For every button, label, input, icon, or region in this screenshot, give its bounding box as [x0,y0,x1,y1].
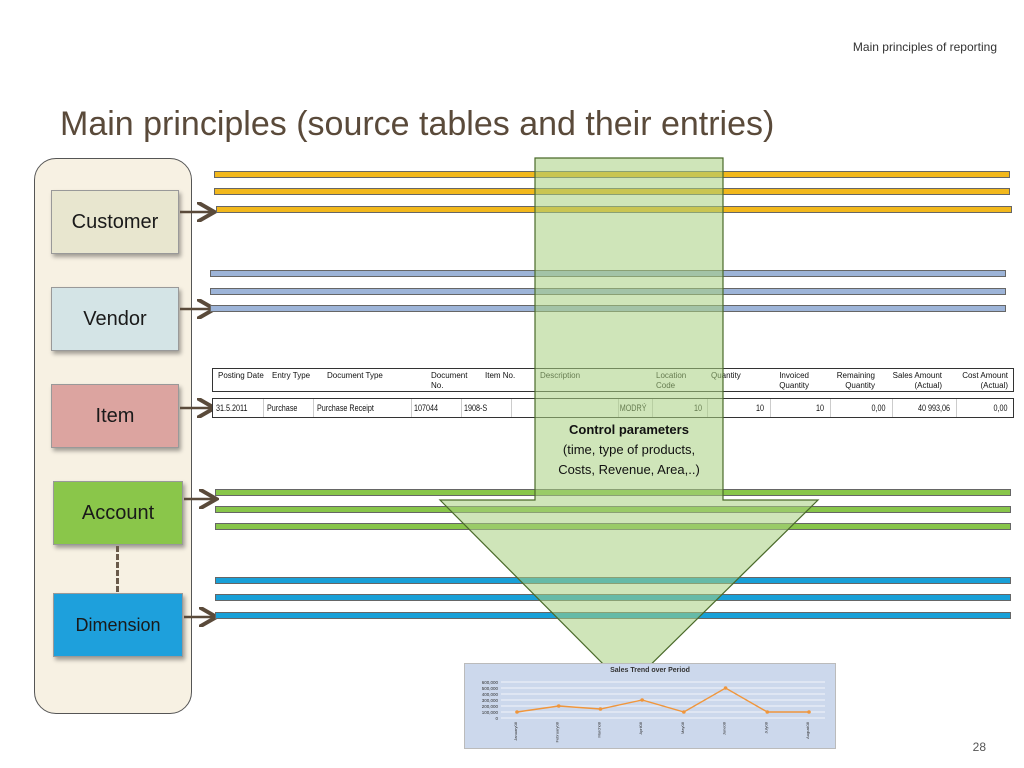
y-tick-label: 0 [495,716,498,721]
data-point [556,704,561,708]
table-cell: 10 [755,403,764,413]
chart-plot: 600,000500,000400,000300,000200,000100,0… [482,680,825,742]
column-header-text: Posting Date [218,371,264,380]
page-number: 28 [972,740,986,754]
table-cell: 31.5.2011 [216,403,248,413]
column-header: Quantity [711,371,741,381]
data-point [765,710,770,714]
x-tick-label: May08 [680,721,685,734]
cell-divider [770,399,771,417]
y-tick-label: 300,000 [482,698,499,703]
y-tick-label: 400,000 [482,692,499,697]
item-box: Item [51,384,179,448]
cell-divider [411,399,412,417]
cell-divider [511,399,512,417]
column-header: Posting Date [218,371,264,381]
column-header-text: Item No. [485,371,516,380]
cell-divider [830,399,831,417]
column-header: Document Type [327,371,383,381]
x-tick-label: June08 [722,721,727,735]
control-parameters-line: Costs, Revenue, Area,..) [558,462,700,477]
column-header-text: Quantity [845,381,875,390]
cell-divider [956,399,957,417]
x-tick-label: January08 [513,721,518,740]
column-header-text: (Actual) [980,381,1008,390]
account-dimension-link [116,546,119,592]
table-cell: 0,00 [871,403,886,413]
column-header: Entry Type [272,371,310,381]
column-header: Sales Amount(Actual) [893,371,942,391]
slide-title: Main principles (source tables and their… [60,105,775,143]
column-header-text: No. [431,381,444,390]
vendor-box: Vendor [51,287,179,351]
control-parameters-line: (time, type of products, [562,442,696,457]
data-point [807,710,811,714]
data-point [723,686,728,690]
header-title: Main principles of reporting [852,40,997,54]
column-header: Item No. [485,371,515,381]
column-header-text: Remaining [836,371,875,380]
customer-box: Customer [51,190,179,254]
column-header-text: Quantity [711,371,741,380]
column-header-text: (Actual) [914,381,942,390]
y-tick-label: 600,000 [482,680,499,685]
x-tick-label: April08 [638,721,643,734]
cell-divider [313,399,314,417]
table-cell: 0,00 [993,403,1008,413]
column-header-text: Document Type [327,371,383,380]
x-tick-label: August08 [805,721,810,739]
table-cell: Purchase [267,403,298,413]
column-header-text: Invoiced [779,371,809,380]
x-tick-label: July08 [763,721,768,733]
cell-divider [263,399,264,417]
table-cell: 40 993,06 [917,403,950,413]
table-cell: Purchase Receipt [317,403,374,413]
y-tick-label: 100,000 [482,710,499,715]
account-box: Account [53,481,183,545]
x-tick-label: February08 [555,721,560,742]
chart-title: Sales Trend over Period [610,667,690,674]
series-line [516,687,809,713]
control-parameters-title: Control parameters [569,422,689,437]
data-point [640,698,644,702]
y-tick-label: 200,000 [482,704,499,709]
cell-divider [461,399,462,417]
column-header-text: Quantity [779,381,809,390]
table-cell: 107044 [414,403,439,413]
column-header-text: Entry Type [272,371,311,380]
column-header: Cost Amount(Actual) [962,371,1008,391]
table-cell: 10 [815,403,824,413]
data-point [682,710,686,714]
data-point [598,707,603,711]
control-parameters: Control parameters (time, type of produc… [536,420,722,480]
column-header-text: Sales Amount [892,371,942,380]
cell-divider [892,399,893,417]
table-cell: 1908-S [464,403,488,413]
y-tick-label: 500,000 [482,686,499,691]
column-header-text: Cost Amount [962,371,1008,380]
column-header-text: Document [431,371,468,380]
x-tick-label: March08 [596,721,601,737]
data-point [515,710,519,714]
dimension-box: Dimension [53,593,183,657]
